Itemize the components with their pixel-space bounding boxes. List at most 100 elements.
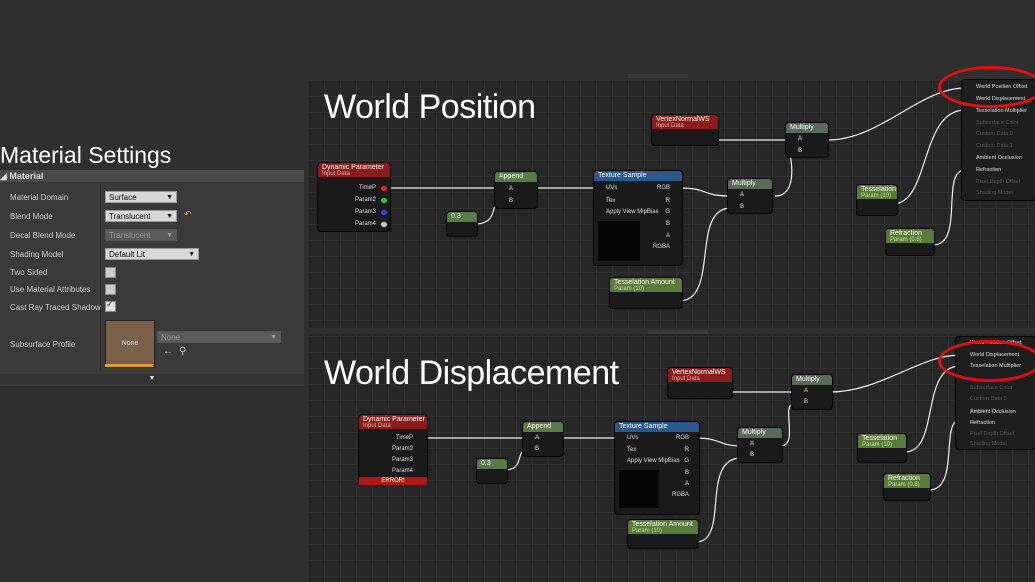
- chevron-down-icon: ▼: [188, 251, 195, 258]
- material-domain-dropdown[interactable]: Surface▼: [105, 191, 177, 203]
- label-use-material-attributes: Use Material Attributes: [10, 285, 91, 294]
- output-label: Tesselation Multiplier: [976, 108, 1028, 114]
- chevron-down-icon: ▼: [166, 194, 173, 201]
- pin-label: Param4: [391, 468, 413, 474]
- output-pin[interactable]: [381, 186, 387, 191]
- node-header: 0.3: [477, 459, 507, 469]
- output-label: Pixel Depth Offset: [970, 431, 1015, 437]
- pin-label: Param2: [354, 197, 376, 203]
- node-append[interactable]: Append A B: [523, 422, 563, 456]
- label-cast-ray-traced-shadow: Cast Ray Traced Shadow: [10, 303, 101, 312]
- heading-world-position: World Position: [324, 88, 536, 126]
- output-label: Shading Model: [976, 190, 1013, 196]
- pin-label: Param3: [391, 457, 413, 463]
- use-material-attributes-checkbox[interactable]: [105, 284, 116, 295]
- pin-label: B: [684, 470, 689, 476]
- reset-to-default-icon[interactable]: ↶: [184, 209, 192, 219]
- pin-label: Apply View MipBias: [606, 209, 659, 215]
- output-pin[interactable]: [381, 222, 387, 227]
- category-header[interactable]: ◢ Material: [0, 170, 304, 182]
- label-shading-model: Shading Model: [10, 250, 64, 259]
- node-header: Texture Sample: [615, 422, 699, 432]
- subsurface-thumbnail-bar: [105, 364, 153, 367]
- pin-label: Param2: [391, 446, 413, 452]
- pin-a: A: [804, 388, 809, 394]
- pin-label: TimeP: [358, 185, 376, 191]
- pin-label: TimeP: [395, 435, 413, 441]
- pin-b: B: [535, 446, 540, 452]
- blend-mode-dropdown[interactable]: Translucent▼: [105, 210, 177, 222]
- node-append[interactable]: Append A B: [495, 172, 537, 208]
- checkmark-icon: ✓: [106, 299, 114, 309]
- pin-label: A: [684, 481, 689, 487]
- subsurface-thumbnail[interactable]: None: [105, 320, 155, 368]
- pin-label: R: [665, 198, 670, 204]
- label-blend-mode: Blend Mode: [10, 212, 53, 221]
- advanced-expand-button[interactable]: ▼: [0, 374, 304, 384]
- node-constant[interactable]: 0.3: [477, 459, 507, 483]
- search-icon[interactable]: ⚲: [179, 346, 187, 357]
- output-label: Ambient Occlusion: [976, 155, 1022, 161]
- pin-label: RGB: [656, 185, 670, 191]
- output-label: Custom Data 0: [976, 131, 1013, 137]
- graph-top-tab: [628, 74, 688, 78]
- node-header: Multiply: [786, 123, 828, 133]
- node-multiply[interactable]: Multiply A B: [738, 428, 782, 462]
- output-label: Custom Data 1: [970, 408, 1007, 414]
- output-label: Subsurface Color: [970, 385, 1013, 391]
- pin-a: A: [509, 186, 514, 192]
- texture-preview: [598, 221, 640, 261]
- output-label: Custom Data 1: [976, 143, 1013, 149]
- texture-preview: [619, 470, 659, 508]
- pin-label: Param3: [354, 209, 376, 215]
- shading-model-dropdown[interactable]: Default Lit▼: [105, 248, 199, 260]
- pin-label: Tex: [606, 198, 616, 204]
- chevron-down-icon: ▼: [270, 334, 277, 341]
- pin-label: A: [665, 233, 670, 239]
- chevron-down-icon: ▼: [166, 232, 173, 239]
- node-constant[interactable]: 0.3: [447, 212, 477, 236]
- node-header: Append: [495, 172, 537, 182]
- node-multiply[interactable]: Multiply A B: [728, 179, 772, 213]
- label-decal-blend-mode: Decal Blend Mode: [10, 231, 76, 240]
- two-sided-checkbox[interactable]: [105, 267, 116, 278]
- label-material-domain: Material Domain: [10, 193, 69, 202]
- node-multiply[interactable]: Multiply A B: [792, 375, 832, 409]
- output-label: Shading Model: [970, 441, 1007, 447]
- heading-world-displacement: World Displacement: [324, 354, 619, 392]
- pin-label: G: [665, 209, 670, 215]
- decal-blend-mode-dropdown: Translucent▼: [105, 229, 177, 241]
- node-multiply[interactable]: Multiply A B: [786, 123, 828, 157]
- output-pin[interactable]: [381, 210, 387, 215]
- node-texture-sample[interactable]: Texture Sample UVs Tex Apply View MipBia…: [594, 171, 682, 265]
- panel-title: Material Settings: [0, 142, 172, 168]
- node-texture-sample[interactable]: Texture Sample UVs Tex Apply View MipBia…: [615, 422, 699, 514]
- output-label: Refraction: [976, 167, 1002, 173]
- pin-b: B: [804, 399, 809, 405]
- subsurface-profile-dropdown[interactable]: None▼: [157, 331, 281, 343]
- output-label: Subsurface Color: [976, 120, 1019, 126]
- category-label: Material: [9, 171, 44, 181]
- column-divider[interactable]: [100, 184, 101, 370]
- highlight-circle: [938, 340, 1035, 382]
- use-selected-icon[interactable]: ←: [163, 346, 173, 357]
- output-pin[interactable]: [381, 198, 387, 203]
- cast-ray-traced-shadow-checkbox[interactable]: ✓: [105, 299, 116, 312]
- pin-b: B: [798, 148, 803, 154]
- highlight-circle: [938, 66, 1035, 108]
